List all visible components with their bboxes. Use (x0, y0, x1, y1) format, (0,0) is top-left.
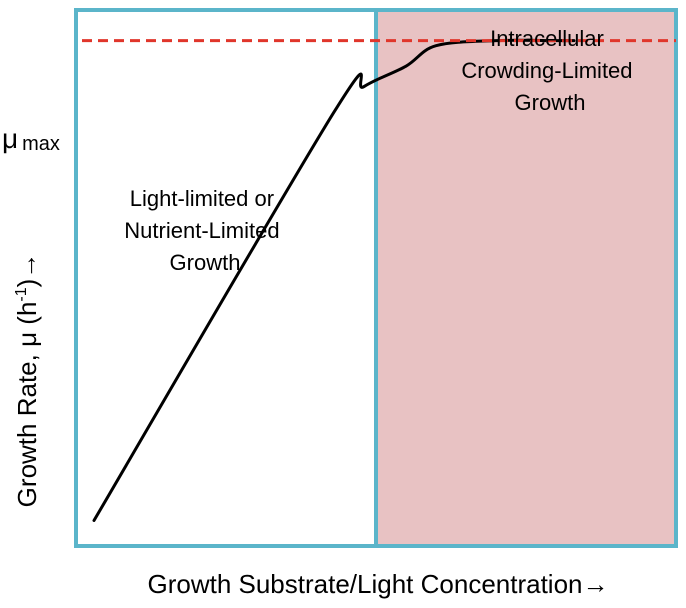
y-axis-label-superscript: -1 (13, 287, 30, 301)
region-label-right-line-2: Crowding-Limited (461, 58, 632, 83)
region-label-right: Intracellular Crowding-Limited Growth (461, 26, 638, 115)
y-axis-label: Growth Rate, μ (h-1)→ (12, 253, 42, 508)
region-label-left-line-3: Growth (170, 250, 241, 275)
y-axis-label-main: Growth Rate, μ (h (12, 302, 42, 508)
region-label-right-line-1: Intracellular (490, 26, 604, 51)
y-axis-label-tail: )→ (12, 253, 42, 288)
x-axis-label: Growth Substrate/Light Concentration→ (147, 569, 608, 599)
region-label-left-line-2: Nutrient-Limited (124, 218, 279, 243)
region-panel-left (74, 8, 378, 548)
region-label-left-line-1: Light-limited or (130, 186, 274, 211)
mu-max-symbol: μ (2, 123, 18, 154)
region-label-left: Light-limited or Nutrient-Limited Growth (124, 186, 285, 275)
region-label-right-line-3: Growth (515, 90, 586, 115)
region-panel-right (374, 8, 678, 548)
mu-max-subscript: max (22, 133, 60, 155)
growth-curve (92, 38, 576, 522)
plot-layer (74, 8, 678, 548)
